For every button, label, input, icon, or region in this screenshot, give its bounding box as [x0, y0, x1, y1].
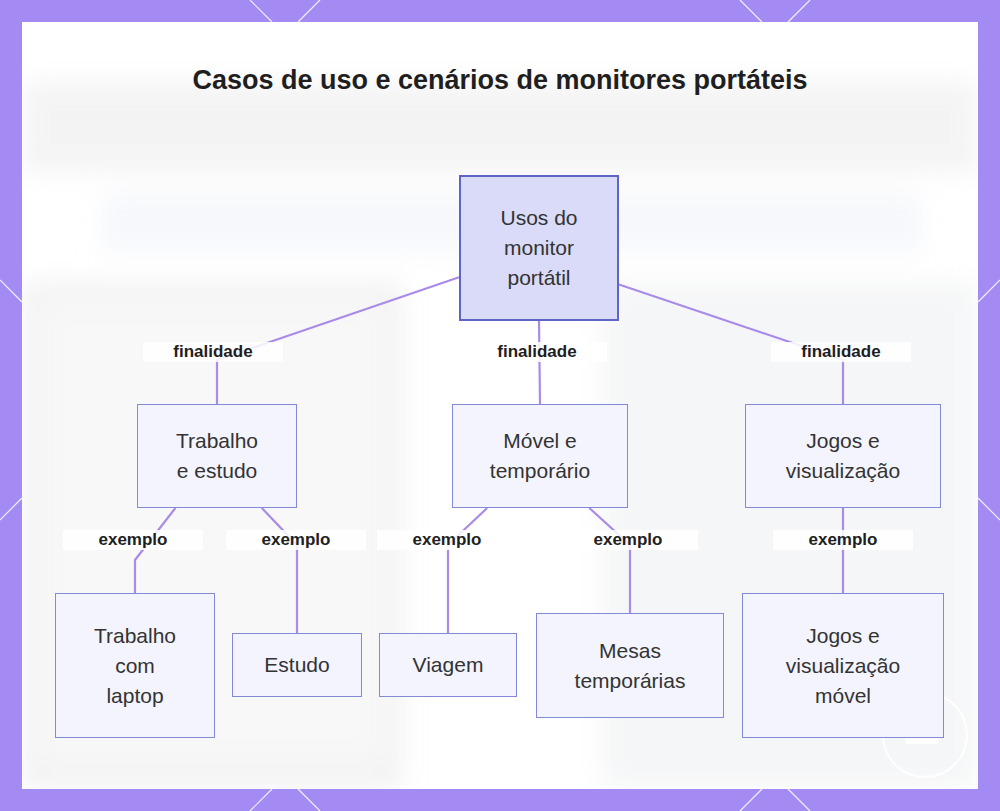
edge-label: finalidade	[771, 342, 911, 362]
root-box: Usos do monitor portátil	[459, 175, 619, 321]
edge-label: exemplo	[377, 530, 517, 550]
edge-label: exemplo	[226, 530, 366, 550]
edge-label: finalidade	[467, 342, 607, 362]
node-text: Mesas temporárias	[555, 636, 705, 696]
connector-line	[135, 508, 175, 593]
node-text: Trabalho com laptop	[85, 621, 185, 711]
node-text: Viagem	[393, 650, 503, 680]
category-box: Mesas temporárias	[536, 613, 724, 718]
category-box: Móvel e temporário	[452, 404, 628, 508]
edge-label: exemplo	[773, 530, 913, 550]
connector-line	[217, 277, 459, 404]
category-box: Viagem	[379, 633, 517, 697]
connector-line	[589, 508, 630, 613]
node-text: Móvel e temporário	[475, 426, 605, 486]
node-text: Estudo	[242, 650, 352, 680]
edge-label: finalidade	[143, 342, 283, 362]
connector-line	[448, 508, 487, 633]
category-box: Jogos e visualização	[745, 404, 941, 508]
node-text: Jogos e visualização	[768, 426, 918, 486]
category-box: Trabalho e estudo	[137, 404, 297, 508]
connector-line	[539, 321, 540, 404]
edge-label: exemplo	[63, 530, 203, 550]
category-box: Estudo	[232, 633, 362, 697]
node-text: Jogos e visualização móvel	[763, 621, 923, 711]
category-box: Trabalho com laptop	[55, 593, 215, 738]
category-box: Jogos e visualização móvel	[742, 593, 944, 738]
edge-label: exemplo	[558, 530, 698, 550]
diagram-title: Casos de uso e cenários de monitores por…	[190, 64, 810, 96]
node-text: Usos do monitor portátil	[484, 203, 594, 293]
connector-line	[262, 508, 297, 633]
connector-line	[842, 508, 844, 593]
node-text: Trabalho e estudo	[171, 426, 263, 486]
